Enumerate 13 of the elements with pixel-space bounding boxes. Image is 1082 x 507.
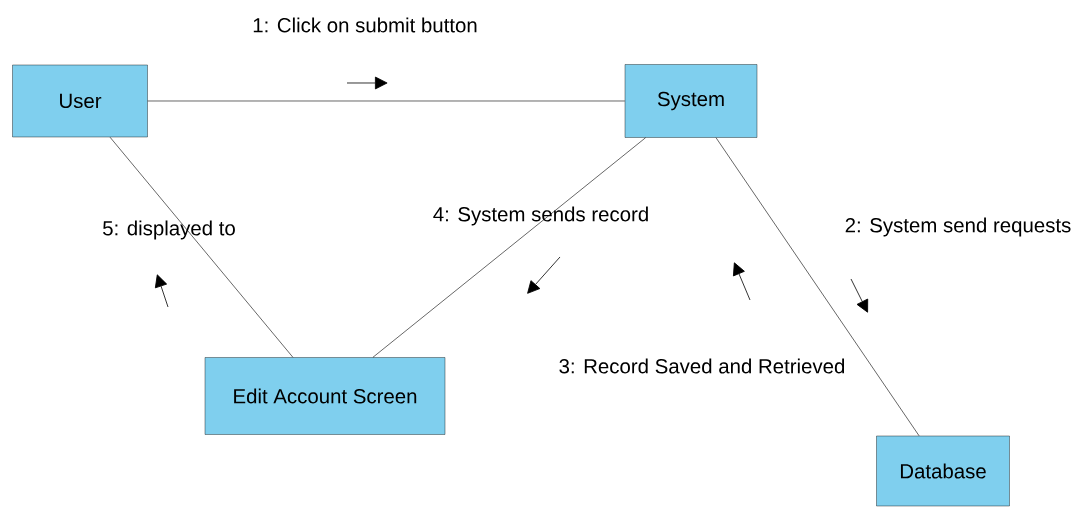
object-box: Database [876,435,1010,507]
edge-label: 5: displayed to [103,220,235,240]
edge-label: 4: System sends record [433,206,648,226]
edge-label: 2: System send requests [845,217,1071,237]
edge-label: 1: Click on submit button [253,17,477,33]
link-line [109,136,294,358]
object-box: User [12,64,148,138]
object-box: Edit Account Screen [204,357,446,435]
message-label: 3: Record Saved and Retrieved [559,358,845,374]
link-line [147,100,626,102]
link-line [372,137,646,358]
link-line [715,137,920,437]
object-box: System [624,64,758,138]
